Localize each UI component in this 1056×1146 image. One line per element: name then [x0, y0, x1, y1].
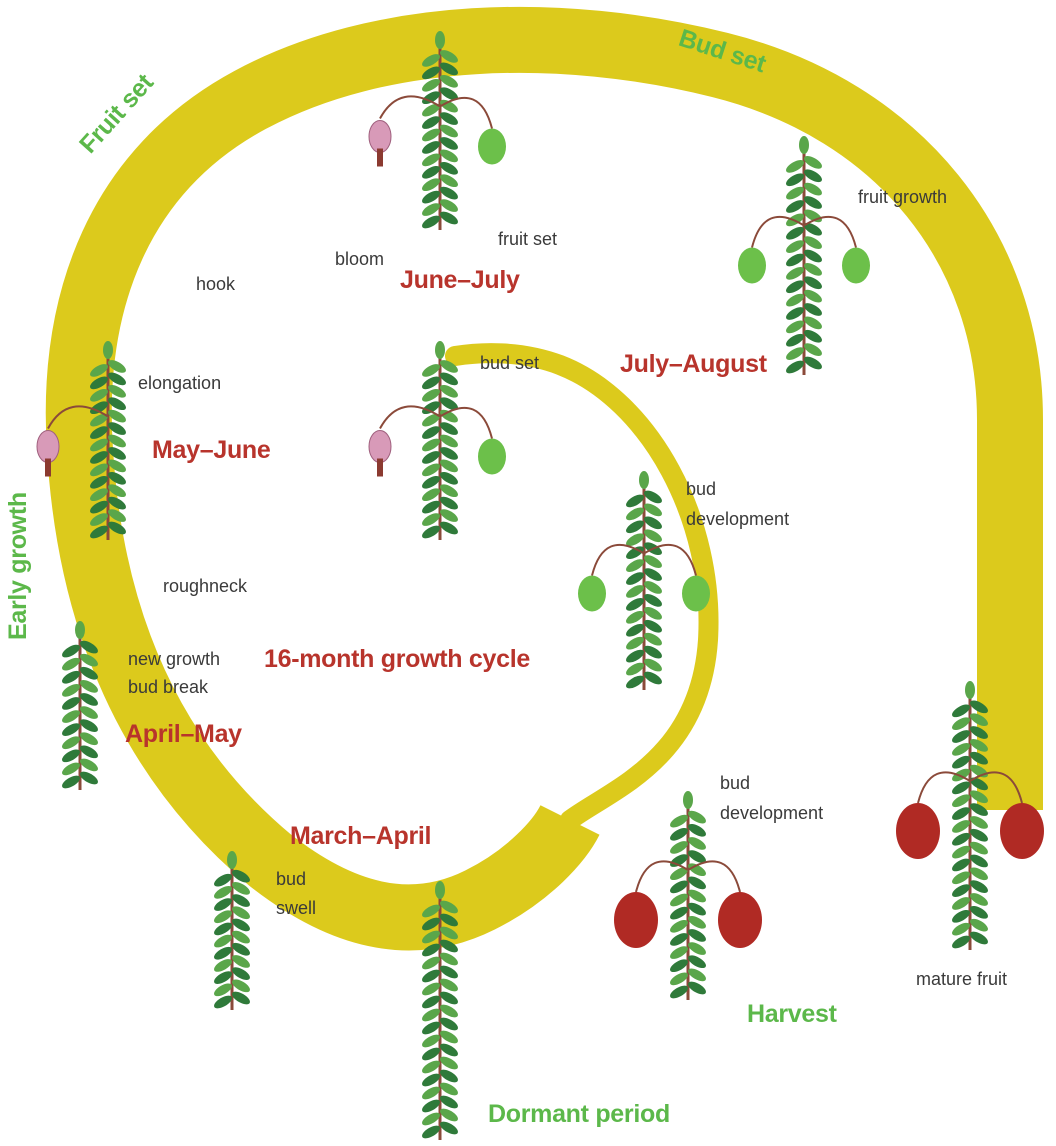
- stage-label-bud-break: bud break: [128, 676, 208, 698]
- terminal-bud: [103, 341, 113, 359]
- stage-label-fruit-growth: fruit growth: [858, 186, 947, 208]
- plant-bud-swell: [212, 851, 252, 1011]
- green-berry: [578, 576, 606, 612]
- terminal-bud: [227, 851, 237, 869]
- terminal-bud: [75, 621, 85, 639]
- stage-label-roughneck: roughneck: [163, 575, 247, 597]
- green-berry: [738, 248, 766, 284]
- stage-label-bud-development-upper: bud: [686, 478, 716, 500]
- terminal-bud: [435, 31, 445, 49]
- plant-fruit-growth: [738, 136, 870, 376]
- terminal-bud: [639, 471, 649, 489]
- terminal-bud: [799, 136, 809, 154]
- stage-label-bud-development-lower: bud: [720, 772, 750, 794]
- mature-berry: [614, 892, 658, 948]
- month-label-july-august: July–August: [620, 350, 767, 379]
- stage-label-bloom: bloom: [335, 248, 384, 270]
- month-label-may-june: May–June: [152, 436, 271, 465]
- bloom-flower: [37, 431, 59, 463]
- phase-label-harvest: Harvest: [747, 1000, 837, 1029]
- green-berry: [842, 248, 870, 284]
- diagram-title: 16-month growth cycle: [264, 645, 530, 674]
- flower-beak: [377, 459, 383, 477]
- plant-bud-break: [60, 621, 100, 791]
- flower-beak: [377, 149, 383, 167]
- pedicel: [688, 861, 740, 892]
- terminal-bud: [683, 791, 693, 809]
- terminal-bud: [435, 341, 445, 359]
- terminal-bud: [965, 681, 975, 699]
- stage-label-new-growth: new growth: [128, 648, 220, 670]
- flower-beak: [45, 459, 51, 477]
- mature-berry: [1000, 803, 1044, 859]
- green-berry: [478, 439, 506, 475]
- stage-label-fruit-set: fruit set: [498, 228, 557, 250]
- stage-label-bud-set: bud set: [480, 352, 539, 374]
- month-label-march-april: March–April: [290, 822, 431, 851]
- spiral-band-outer: [79, 40, 1010, 918]
- stage-label-bud-development-upper-2: development: [686, 508, 789, 530]
- stage-label-hook: hook: [196, 273, 235, 295]
- bloom-flower: [369, 431, 391, 463]
- mature-berry: [718, 892, 762, 948]
- month-label-june-july: June–July: [400, 266, 520, 295]
- bloom-flower: [369, 121, 391, 153]
- stage-label-mature-fruit: mature fruit: [916, 968, 1007, 990]
- green-berry: [478, 129, 506, 165]
- month-label-april-may: April–May: [125, 720, 242, 749]
- mature-berry: [896, 803, 940, 859]
- stage-label-bud-swell-2: swell: [276, 897, 316, 919]
- phase-label-dormant-period: Dormant period: [488, 1100, 670, 1129]
- phase-label-early-growth: Early growth: [4, 492, 33, 640]
- terminal-bud: [435, 881, 445, 899]
- green-berry: [682, 576, 710, 612]
- stage-label-bud-development-lower-2: development: [720, 802, 823, 824]
- stage-label-elongation: elongation: [138, 372, 221, 394]
- stage-label-bud-swell: bud: [276, 868, 306, 890]
